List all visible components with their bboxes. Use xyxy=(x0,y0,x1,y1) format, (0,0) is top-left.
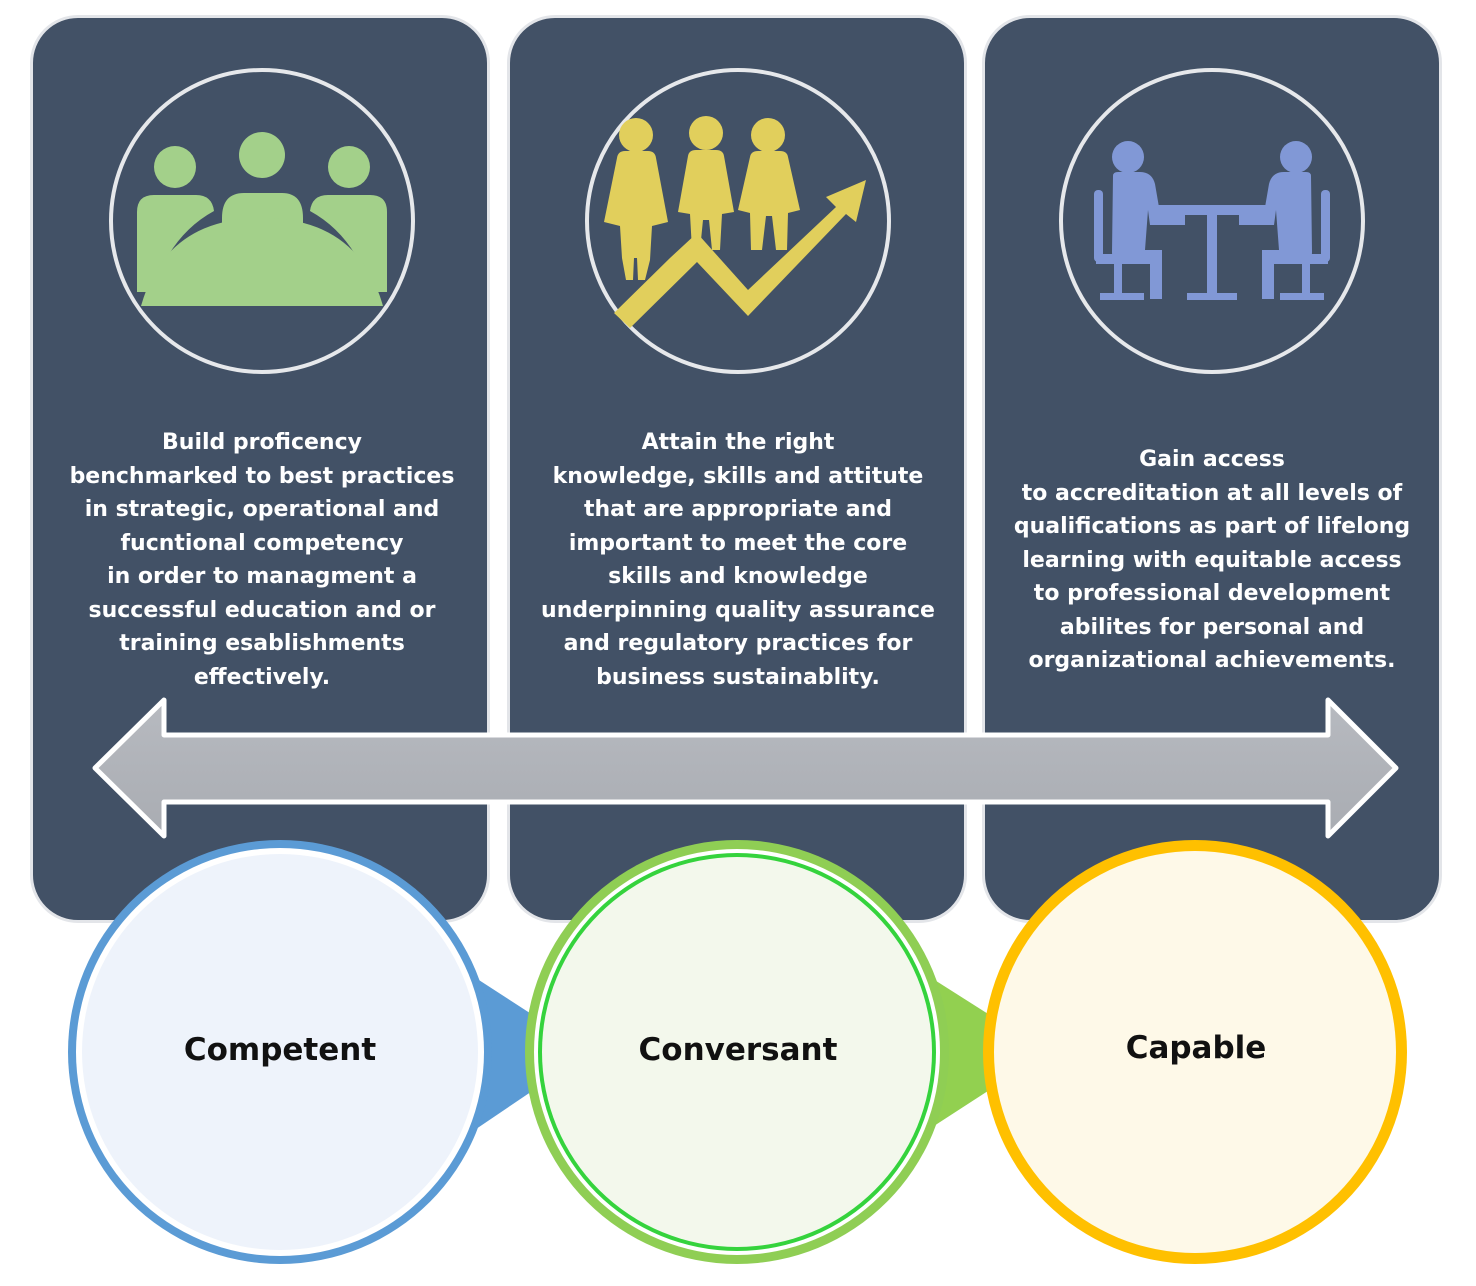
stage-label-competent: Competent xyxy=(183,1032,377,1068)
stage-label-conversant: Conversant xyxy=(638,1032,838,1068)
stage-competent xyxy=(68,840,590,1264)
consultation-icon xyxy=(1059,68,1365,374)
team-meeting-icon xyxy=(109,68,415,374)
panel-text-capable: Gain access to accreditation at all leve… xyxy=(1013,447,1411,673)
team-growth-icon xyxy=(585,68,891,374)
stage-conversant xyxy=(525,840,1048,1264)
panel-text-competent: Build proficency benchmarked to best pra… xyxy=(69,430,455,690)
double-headed-arrow xyxy=(92,697,1399,839)
panel-text-conversant: Attain the right knowledge, skills and a… xyxy=(541,430,935,690)
stage-capable xyxy=(983,840,1407,1264)
stage-label-capable: Capable xyxy=(1125,1030,1267,1066)
